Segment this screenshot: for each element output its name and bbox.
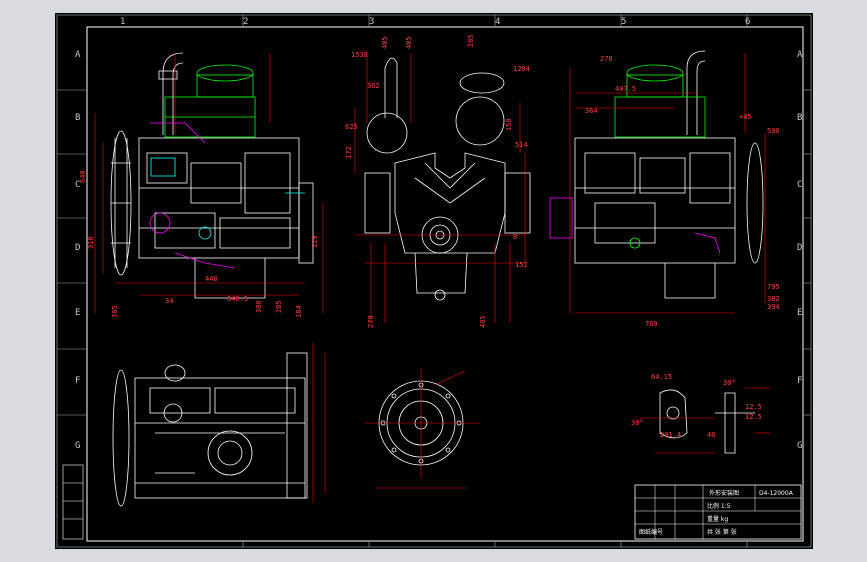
svg-text:646.5: 646.5 bbox=[227, 295, 248, 303]
svg-text:40: 40 bbox=[707, 431, 715, 439]
svg-text:300: 300 bbox=[255, 300, 263, 313]
svg-text:362: 362 bbox=[367, 82, 380, 90]
svg-text:2: 2 bbox=[243, 17, 248, 27]
air-filter bbox=[164, 64, 256, 138]
svg-text:485: 485 bbox=[381, 36, 389, 49]
title-block: 外形安装图 D4-12000A 比例 1:5 重量 kg 共 张 第 张 图纸编… bbox=[634, 484, 802, 540]
row-labels: A B C D E F G A B C D E F G bbox=[75, 50, 803, 451]
fan-shape bbox=[110, 130, 132, 276]
engine-side-view-left: 640 310 448 646.5 34 300 285 129 184 305 bbox=[79, 52, 324, 318]
v-engine-body bbox=[364, 57, 531, 301]
svg-text:30°: 30° bbox=[723, 379, 736, 387]
drawing-svg: 1 2 3 4 5 6 A B C D E F G A B C D E F G bbox=[56, 14, 812, 548]
drawing-title: 外形安装图 bbox=[709, 489, 739, 497]
svg-text:1: 1 bbox=[120, 17, 125, 27]
svg-text:比例 1:5: 比例 1:5 bbox=[707, 502, 731, 510]
engine-side-view-right: 278 407.5 364 +45 590 795 382 394 769 bbox=[549, 50, 780, 328]
svg-text:A: A bbox=[75, 50, 81, 60]
svg-text:278: 278 bbox=[600, 55, 613, 63]
fittings-cyan bbox=[150, 157, 305, 240]
revision-legend bbox=[62, 464, 84, 540]
svg-text:30°: 30° bbox=[631, 419, 644, 427]
dimension-lines-right bbox=[569, 53, 766, 314]
svg-text:3: 3 bbox=[369, 17, 374, 27]
svg-text:201.4: 201.4 bbox=[660, 431, 681, 439]
dimension-labels-front: 1538 485 485 285 1204 362 625 172 158 51… bbox=[345, 34, 530, 328]
drawing-number: 图纸编号 bbox=[639, 528, 663, 536]
svg-text:+45: +45 bbox=[739, 113, 752, 121]
svg-text:625: 625 bbox=[345, 123, 358, 131]
svg-text:重量 kg: 重量 kg bbox=[707, 515, 728, 523]
air-filter-right bbox=[614, 64, 706, 249]
svg-text:共 张 第 张: 共 张 第 张 bbox=[707, 528, 737, 536]
svg-text:F: F bbox=[797, 376, 802, 386]
cad-drawing-sheet: 1 2 3 4 5 6 A B C D E F G A B C D E F G bbox=[55, 13, 813, 549]
column-labels: 1 2 3 4 5 6 bbox=[120, 17, 750, 27]
svg-text:285: 285 bbox=[275, 300, 283, 313]
svg-text:6: 6 bbox=[745, 17, 750, 27]
svg-text:5: 5 bbox=[621, 17, 626, 27]
svg-text:405: 405 bbox=[479, 315, 487, 328]
svg-text:590: 590 bbox=[767, 127, 780, 135]
svg-text:B: B bbox=[797, 113, 802, 123]
svg-text:795: 795 bbox=[767, 283, 780, 291]
svg-text:485: 485 bbox=[405, 36, 413, 49]
svg-text:640: 640 bbox=[79, 170, 87, 183]
svg-text:12.5: 12.5 bbox=[745, 413, 762, 421]
svg-text:F: F bbox=[75, 376, 80, 386]
svg-text:64.15: 64.15 bbox=[651, 373, 672, 381]
svg-text:285: 285 bbox=[467, 34, 475, 47]
svg-text:184: 184 bbox=[295, 305, 303, 318]
svg-text:364: 364 bbox=[585, 107, 598, 115]
dimension-lines-left bbox=[94, 53, 324, 313]
svg-text:448: 448 bbox=[205, 275, 218, 283]
svg-text:A: A bbox=[797, 50, 803, 60]
svg-text:34: 34 bbox=[165, 297, 173, 305]
outer-border bbox=[56, 14, 812, 548]
svg-text:4: 4 bbox=[495, 17, 500, 27]
piping-right bbox=[549, 197, 721, 254]
dimension-lines-front bbox=[354, 53, 526, 323]
svg-text:0: 0 bbox=[513, 233, 517, 241]
dimension-labels-right: 278 407.5 364 +45 590 795 382 394 769 bbox=[585, 55, 780, 328]
svg-text:G: G bbox=[797, 441, 802, 451]
svg-text:C: C bbox=[75, 180, 80, 190]
svg-text:310: 310 bbox=[87, 236, 95, 249]
svg-text:C: C bbox=[797, 180, 802, 190]
piping-magenta bbox=[149, 122, 236, 269]
svg-text:407.5: 407.5 bbox=[615, 85, 636, 93]
svg-text:152: 152 bbox=[515, 261, 528, 269]
dimension-labels-left: 640 310 448 646.5 34 300 285 129 184 305 bbox=[79, 170, 319, 318]
svg-text:129: 129 bbox=[311, 235, 319, 248]
svg-text:305: 305 bbox=[111, 305, 119, 318]
engine-block-right bbox=[574, 50, 764, 299]
row-ticks bbox=[57, 89, 811, 416]
drawing-model: D4-12000A bbox=[759, 490, 794, 497]
svg-text:394: 394 bbox=[767, 303, 780, 311]
engine-top-view bbox=[112, 343, 326, 507]
svg-text:B: B bbox=[75, 113, 80, 123]
svg-text:G: G bbox=[75, 441, 80, 451]
column-ticks bbox=[242, 15, 748, 547]
detail-view: 64.15 30° 12.5 12.5 201.4 40 30° bbox=[631, 373, 770, 454]
svg-text:E: E bbox=[797, 308, 802, 318]
engine-block bbox=[138, 137, 314, 299]
svg-text:D: D bbox=[797, 243, 802, 253]
inner-frame bbox=[86, 26, 804, 542]
engine-front-view: 1538 485 485 285 1204 362 625 172 158 51… bbox=[345, 34, 531, 328]
svg-text:E: E bbox=[75, 308, 80, 318]
svg-text:D: D bbox=[75, 243, 80, 253]
svg-text:279: 279 bbox=[367, 315, 375, 328]
svg-text:769: 769 bbox=[645, 320, 658, 328]
svg-text:158: 158 bbox=[505, 118, 513, 131]
svg-text:12.5: 12.5 bbox=[745, 403, 762, 411]
svg-text:1538: 1538 bbox=[351, 51, 368, 59]
svg-text:172: 172 bbox=[345, 146, 353, 159]
svg-text:514: 514 bbox=[515, 141, 528, 149]
svg-text:382: 382 bbox=[767, 295, 780, 303]
svg-text:1204: 1204 bbox=[513, 65, 530, 73]
flywheel-housing-view bbox=[365, 368, 480, 489]
